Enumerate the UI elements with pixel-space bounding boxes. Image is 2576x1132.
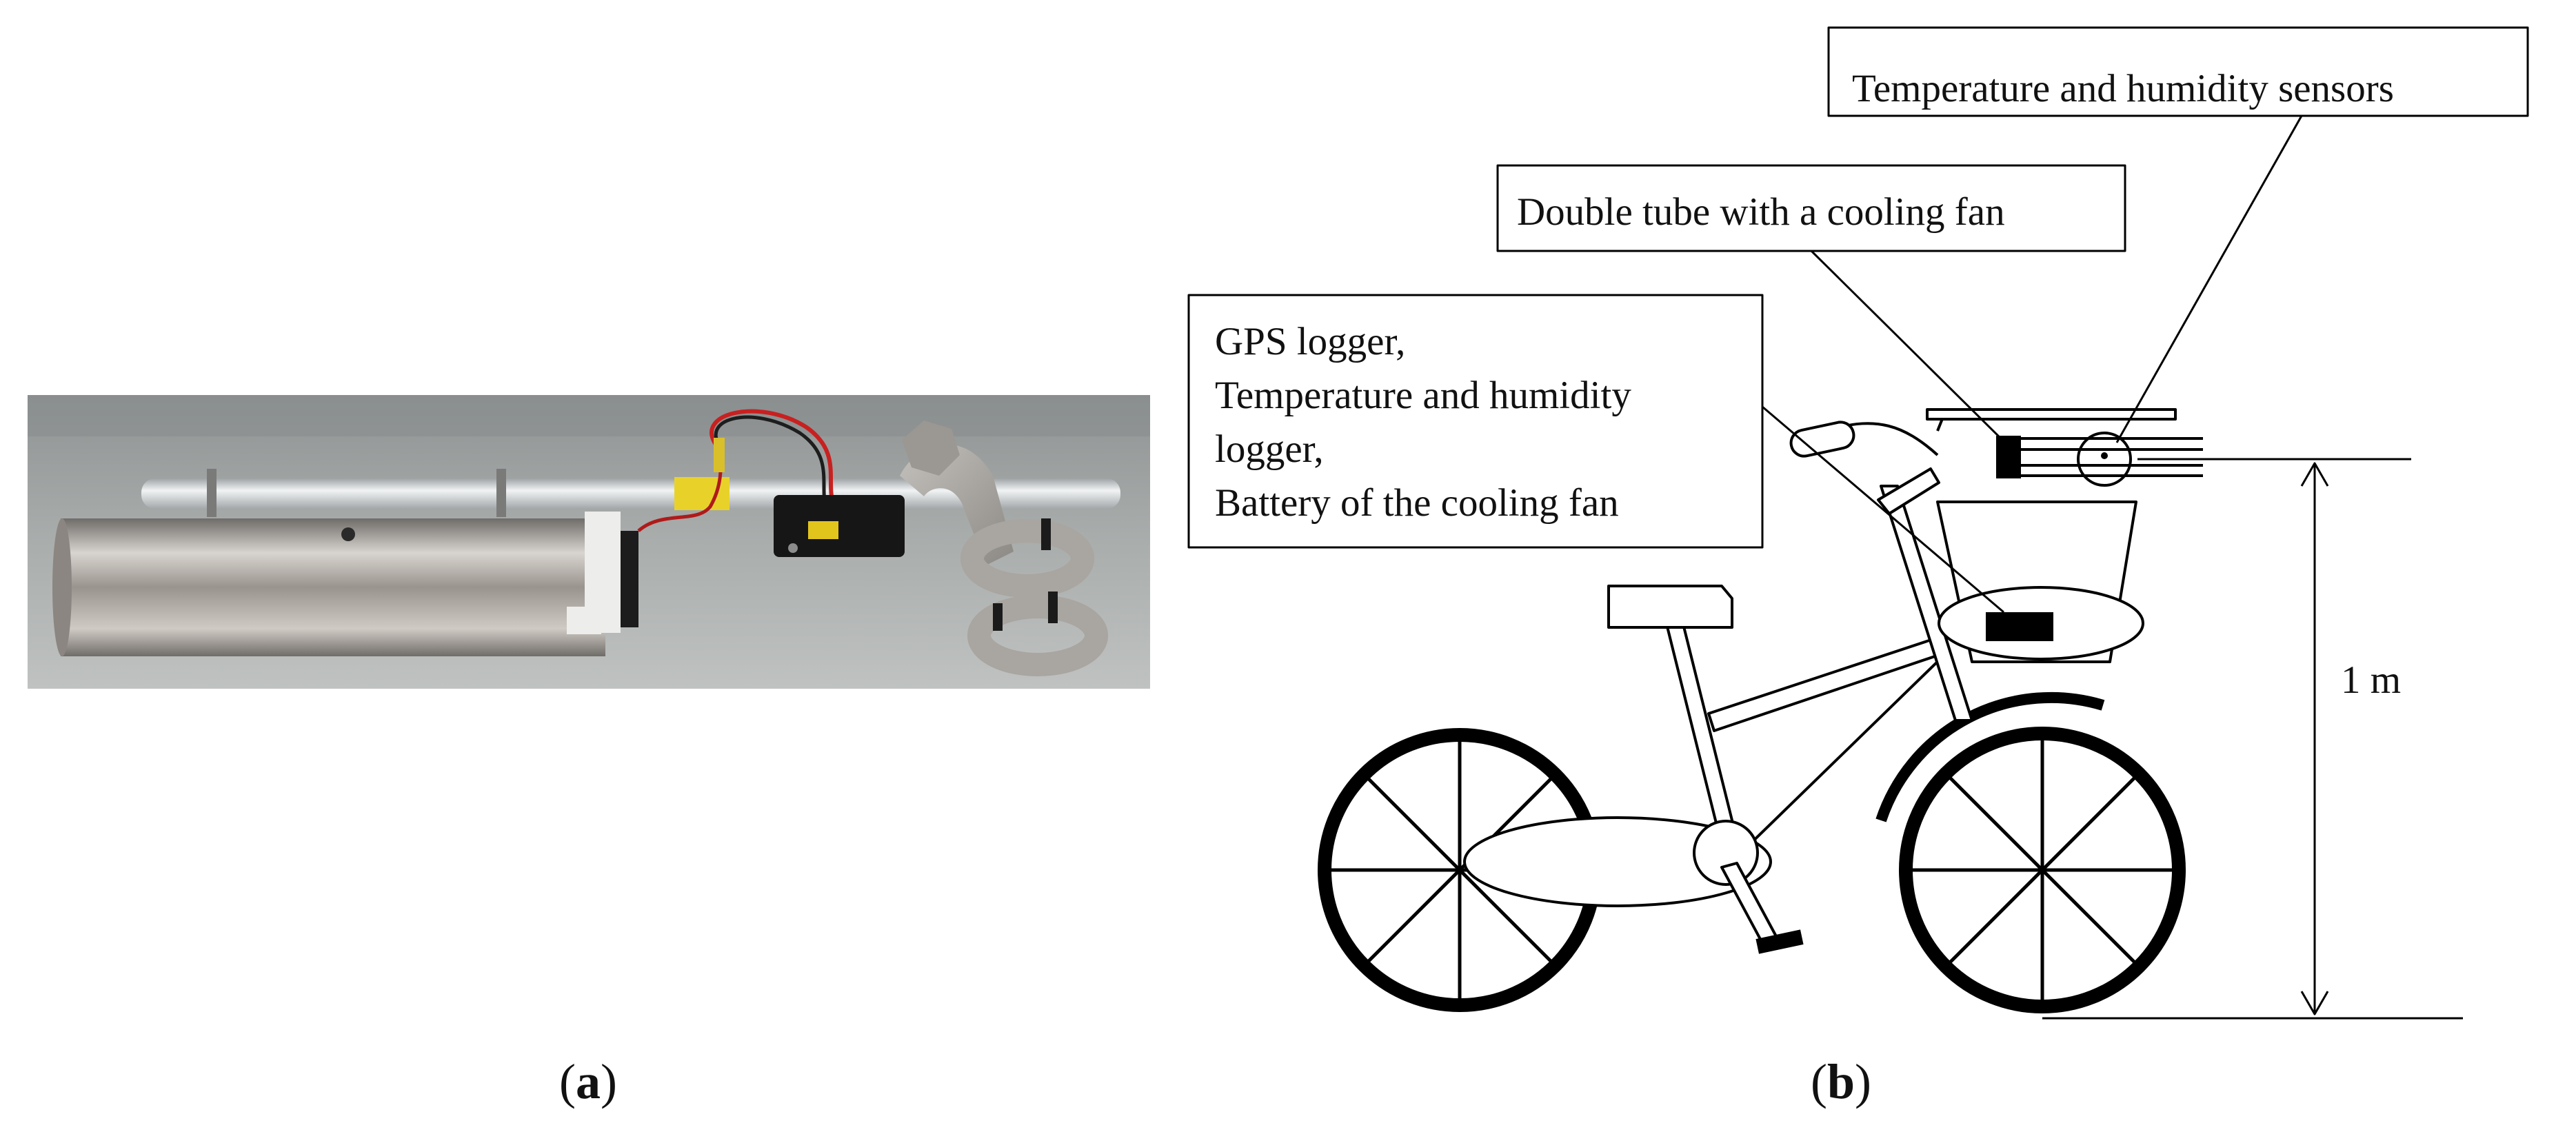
rear-spoke: [1362, 869, 1461, 967]
label-tube: Double tube with a cooling fan: [1517, 190, 2005, 234]
height-arrowhead-bottom: [2300, 991, 2329, 1015]
panel-a: (a): [28, 395, 1150, 1109]
board-screw: [788, 543, 798, 553]
front-wheel: [1899, 727, 2186, 1013]
sensor-photo: [28, 395, 1150, 689]
leader-line-logger: [1762, 405, 2004, 614]
logger-box: [1986, 612, 2053, 641]
label-logger-line-2: Temperature and humidity: [1215, 374, 1631, 417]
front-spoke: [2041, 772, 2140, 871]
height-label: 1 m: [2341, 658, 2401, 702]
double-tube-cylinder: [61, 518, 605, 656]
label-box-tube: [1496, 164, 2126, 252]
clamp-bolt-1: [1041, 518, 1051, 550]
front-spoke: [1944, 869, 2044, 968]
clamp-ring-upper: [960, 519, 1094, 598]
rear-spoke: [1362, 773, 1461, 871]
handle-grip: [1789, 421, 1855, 458]
sensor-dot: [2101, 452, 2108, 459]
pedal: [1755, 929, 1804, 954]
leader-line-sensors: [2115, 115, 2303, 443]
head-tube: [1880, 485, 1973, 722]
fan-block: [1996, 436, 2021, 478]
wire-connector: [714, 438, 725, 472]
clamp-ring-lower: [967, 595, 1108, 676]
height-arrowhead-top: [2300, 462, 2329, 487]
front-spoke: [1944, 772, 2044, 871]
sensor-circle: [2077, 432, 2132, 487]
fan-housing-foot: [567, 607, 601, 634]
label-sensors: Temperature and humidity sensors: [1852, 67, 2394, 110]
rod-mount-left: [207, 469, 217, 517]
top-tube: [1707, 636, 1944, 732]
leader-line-tube: [1809, 248, 2006, 444]
clamp-knob: [902, 421, 960, 476]
chainring: [1693, 820, 1759, 886]
photo-wall-shade: [28, 395, 1150, 436]
label-logger-line-1: GPS logger,: [1215, 320, 1405, 363]
label-box-logger: [1187, 294, 1764, 549]
front-mudguard: [1875, 691, 2105, 822]
yellow-tape: [674, 477, 729, 510]
rear-spoke: [1458, 869, 1557, 967]
front-spoke: [2041, 869, 2140, 968]
fan-switch-board: [774, 495, 905, 557]
rod-mount-right: [496, 469, 506, 517]
tube-hole: [341, 527, 355, 541]
cooling-fan: [621, 531, 638, 627]
clamp-bolt-2: [1048, 592, 1058, 623]
seat-tube: [1665, 623, 1742, 855]
stem: [1877, 467, 1940, 515]
label-logger-line-4: Battery of the cooling fan: [1215, 481, 1619, 525]
panel-b-caption: (b): [1811, 1054, 1871, 1109]
saddle: [1607, 585, 1733, 629]
panel-a-caption: (a): [559, 1054, 617, 1109]
down-tube: [1739, 654, 1946, 855]
clamp-bolt-3: [993, 603, 1003, 631]
tube-end-left: [52, 518, 72, 656]
panel-b: [1187, 26, 2529, 1020]
chain-guard: [1463, 816, 1772, 907]
switch-yellow: [808, 521, 838, 539]
sensor-platform: [1926, 408, 2177, 421]
label-logger-line-3: logger,: [1215, 427, 1324, 471]
label-box-sensors: [1827, 26, 2529, 117]
